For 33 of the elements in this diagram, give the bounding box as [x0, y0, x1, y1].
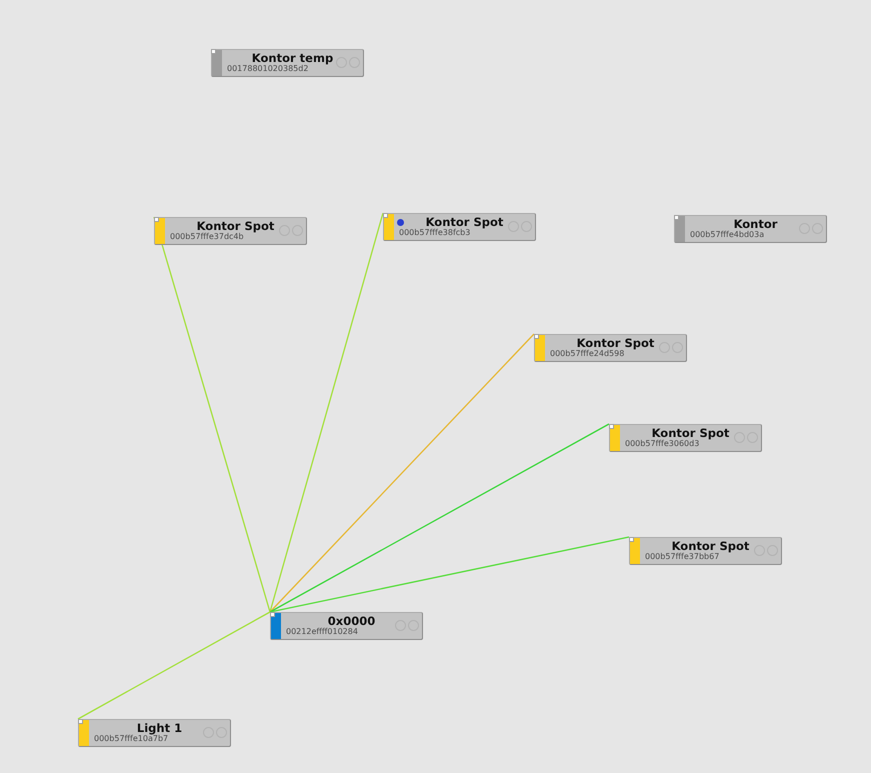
device-id: 000b57fffe37dc4b — [170, 232, 244, 242]
node-title: Kontor — [734, 217, 778, 231]
device-node — [383, 213, 536, 241]
connection-line — [270, 536, 630, 613]
node-title: 0x0000 — [328, 614, 376, 628]
device-node — [270, 612, 423, 640]
node-title: Kontor temp — [252, 51, 334, 65]
node-title: Kontor Spot — [652, 426, 730, 440]
device-node — [534, 334, 687, 362]
connection-line — [78, 611, 270, 720]
device-node — [78, 719, 231, 747]
device-id: 000b57fffe37bb67 — [645, 552, 720, 562]
device-id: 000b57fffe10a7b7 — [94, 734, 168, 744]
connection-line — [153, 216, 271, 612]
device-node — [211, 49, 364, 77]
device-id: 00178801020385d2 — [227, 64, 308, 74]
device-node — [609, 424, 762, 452]
node-title: Light 1 — [136, 721, 182, 735]
device-node — [674, 215, 827, 243]
device-id: 000b57fffe24d598 — [550, 349, 624, 359]
device-id: 000b57fffe38fcb3 — [399, 228, 470, 238]
connection-line — [270, 334, 534, 612]
connection-line — [270, 423, 610, 613]
device-node — [629, 537, 782, 565]
device-id: 00212effff010284 — [286, 627, 358, 637]
device-id: 000b57fffe4bd03a — [690, 230, 764, 240]
node-title: Kontor Spot — [576, 336, 654, 350]
device-node — [154, 217, 307, 245]
node-title: Kontor Spot — [672, 539, 750, 553]
node-title: Kontor Spot — [196, 219, 274, 233]
device-id: 000b57fffe3060d3 — [625, 439, 700, 449]
connection-line — [269, 212, 384, 612]
node-title: Kontor Spot — [426, 215, 504, 229]
